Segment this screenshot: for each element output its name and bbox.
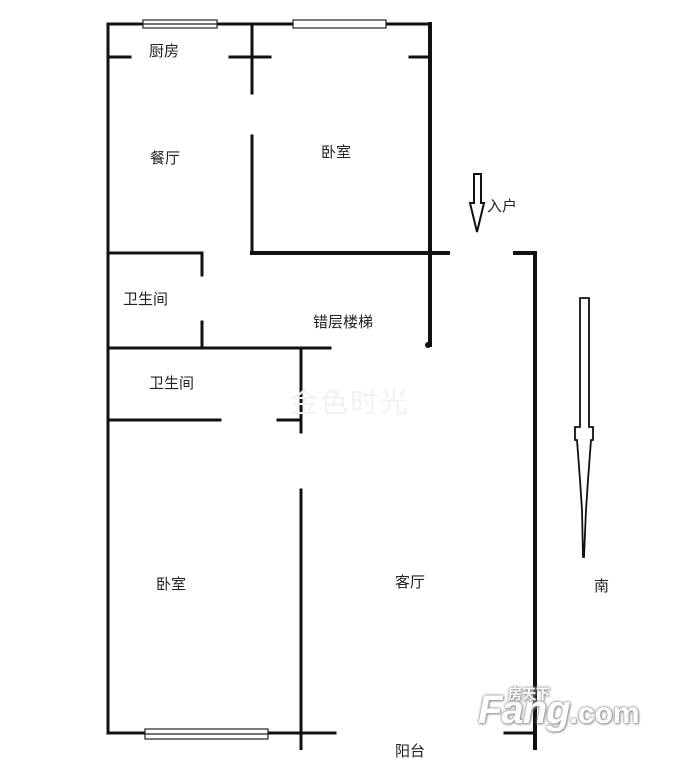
room-label-living-room: 客厅 <box>395 573 426 591</box>
watermark-brand: 房天下 Fang.com <box>478 686 640 733</box>
room-label-bedroom-north: 卧室 <box>321 143 352 161</box>
watermark-brand-cn: 房天下 <box>508 686 550 702</box>
room-label-dining: 餐厅 <box>150 149 181 167</box>
bedroom-north-window <box>292 19 387 29</box>
watermark-brand-big: Fang <box>478 688 571 732</box>
watermark-brand-com: .com <box>569 697 640 730</box>
room-label-bathroom-2: 卫生间 <box>149 374 195 392</box>
room-label-bathroom-1: 卫生间 <box>123 290 169 308</box>
entrance-label: 入户 <box>487 197 518 215</box>
compass-south-label: 南 <box>594 577 610 595</box>
room-label-kitchen: 厨房 <box>149 42 180 60</box>
room-label-balcony: 阳台 <box>395 742 426 760</box>
watermark-center: 金色时光 <box>290 386 411 419</box>
room-label-bedroom-south: 卧室 <box>156 575 187 593</box>
entrance-arrow-icon <box>468 173 486 233</box>
room-label-split-level-stairs: 错层楼梯 <box>313 313 374 331</box>
compass-south-arrow-icon <box>574 297 594 558</box>
